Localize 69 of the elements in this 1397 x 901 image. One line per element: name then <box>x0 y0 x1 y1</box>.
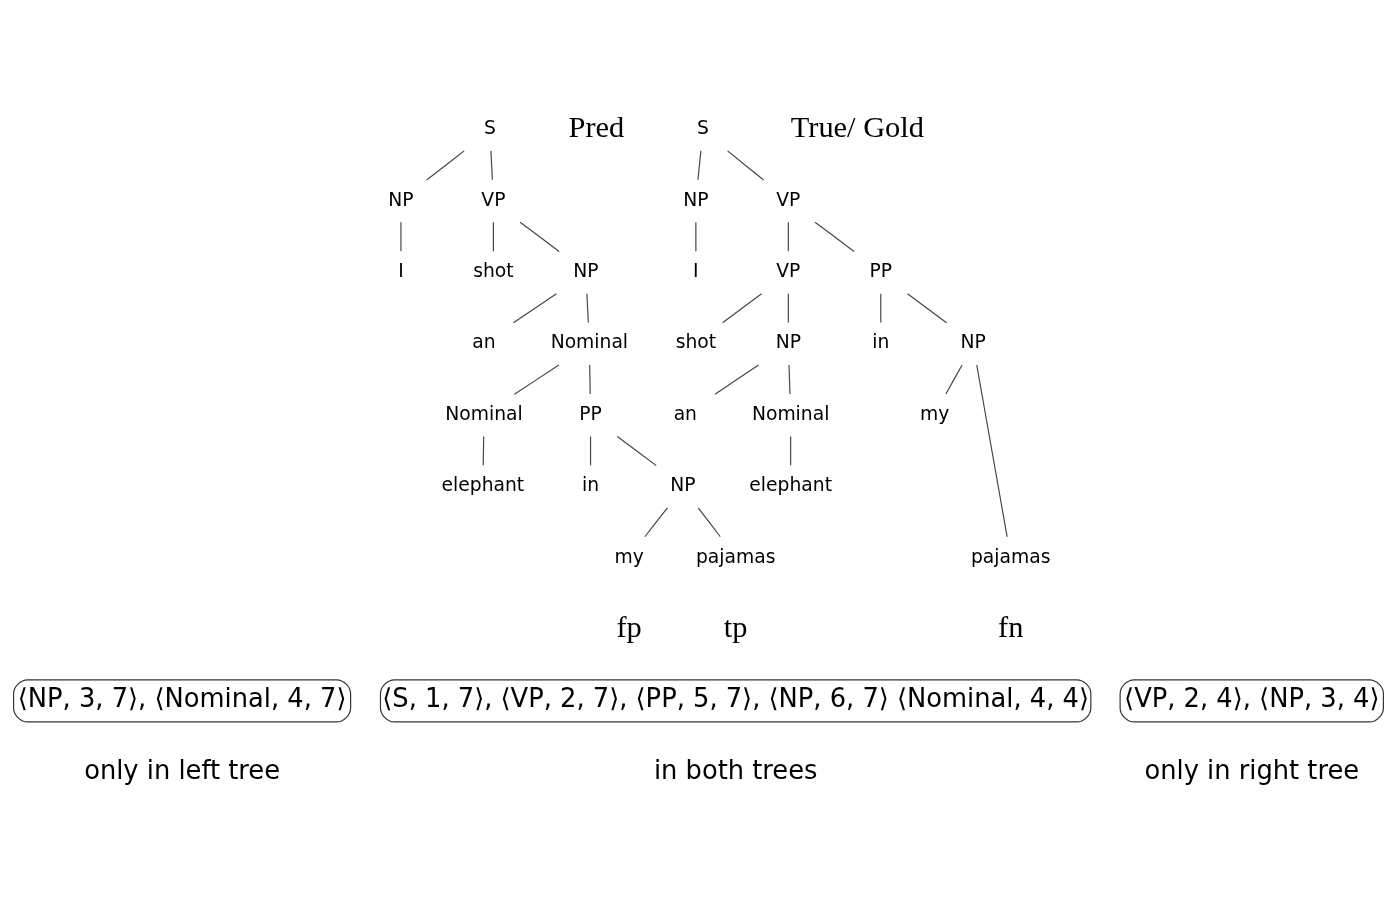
connector <box>589 435 592 466</box>
connector <box>787 221 789 252</box>
node-text: shot <box>675 330 717 352</box>
label: tp <box>723 609 748 644</box>
node-text: NP <box>573 259 599 281</box>
connector <box>490 149 493 180</box>
node-text: in <box>872 330 890 352</box>
node-text: NP <box>683 188 709 210</box>
node-text: an <box>673 402 698 424</box>
node-text: PP <box>869 259 893 281</box>
node-text: shot <box>473 259 514 281</box>
connector <box>697 149 702 180</box>
connector <box>906 292 948 323</box>
connector <box>695 221 697 252</box>
connector <box>616 435 657 466</box>
node-text: Nominal <box>550 330 629 352</box>
connector <box>426 149 465 181</box>
node-text: pajamas <box>970 545 1051 567</box>
connector <box>788 363 791 395</box>
node-text: I <box>398 259 404 281</box>
label: in both trees <box>653 754 818 785</box>
connector <box>790 435 792 466</box>
connector <box>512 292 557 323</box>
node-text: my <box>614 545 644 567</box>
node-text: in <box>582 473 600 495</box>
connector <box>644 506 668 537</box>
node-text: VP <box>481 188 506 210</box>
node-text: elephant <box>441 473 525 495</box>
connector <box>586 292 589 323</box>
connector <box>697 506 721 537</box>
connector <box>492 221 494 252</box>
connector <box>482 435 485 466</box>
node-text: S <box>483 116 496 138</box>
node-text: NP <box>775 330 801 352</box>
connector <box>814 221 855 252</box>
connector <box>513 363 560 395</box>
node-text: an <box>472 330 496 352</box>
node-text: elephant <box>749 473 832 495</box>
node-text: pajamas <box>695 545 776 567</box>
connector <box>727 149 765 181</box>
label: only in left tree <box>84 754 281 785</box>
connector <box>787 292 789 323</box>
node-text: VP <box>776 259 801 281</box>
node-text: PP <box>579 402 602 424</box>
node-text: NP <box>960 330 986 352</box>
label: ⟨S, 1, 7⟩, ⟨VP, 2, 7⟩, ⟨PP, 5, 7⟩, ⟨NP, 6, 7⟩ ⟨Nominal, 4, 4⟩ <box>382 682 1090 713</box>
node-text: I <box>693 259 699 281</box>
node-text: VP <box>776 188 801 210</box>
connector <box>714 363 760 395</box>
label: Pred <box>568 109 625 144</box>
node-text: NP <box>670 473 696 495</box>
label: fp <box>616 609 642 644</box>
connector <box>880 292 882 323</box>
connector <box>400 221 402 252</box>
label: ⟨VP, 2, 4⟩, ⟨NP, 3, 4⟩ <box>1124 682 1380 713</box>
label: fn <box>998 609 1024 644</box>
label: only in right tree <box>1144 754 1360 785</box>
connector <box>519 221 560 252</box>
connector <box>589 363 591 395</box>
node-text: Nominal <box>751 402 830 424</box>
node-text: NP <box>388 188 414 210</box>
node-text: S <box>696 116 709 138</box>
connector <box>945 363 963 395</box>
node-text: my <box>919 402 950 424</box>
connector <box>976 363 1008 537</box>
node-text: Nominal <box>445 402 523 424</box>
label: True/ Gold <box>790 109 924 144</box>
label: ⟨NP, 3, 7⟩, ⟨Nominal, 4, 7⟩ <box>17 682 347 713</box>
connector <box>721 292 763 323</box>
